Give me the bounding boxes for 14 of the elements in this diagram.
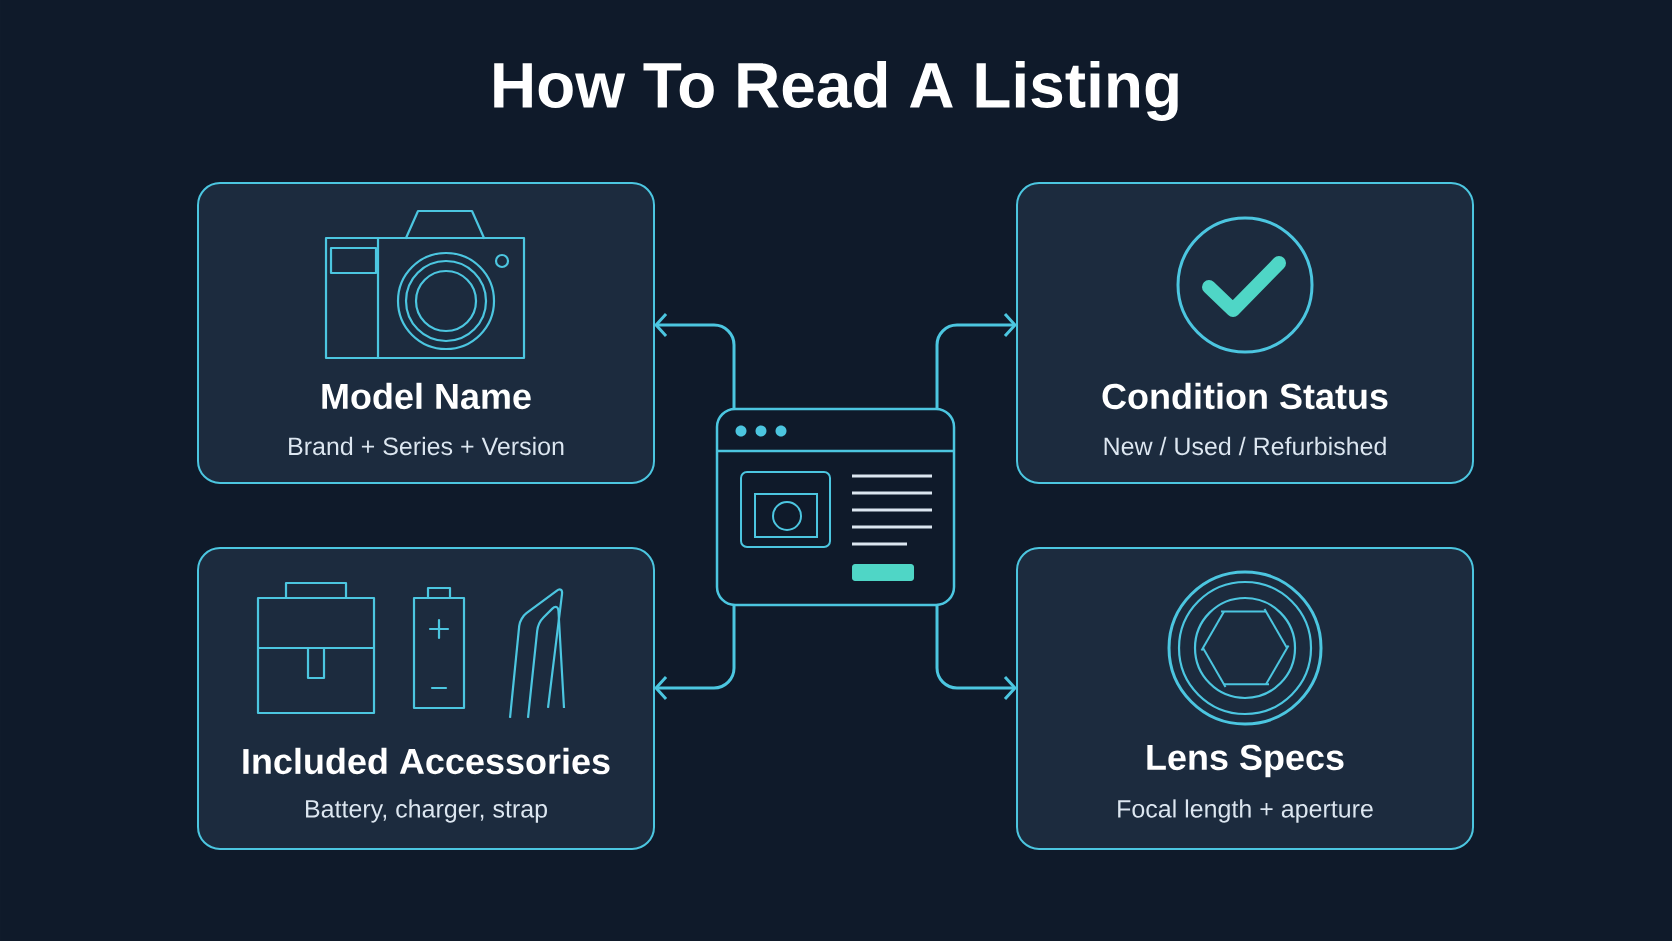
- heading: Condition Status: [1102, 382, 1388, 410]
- heading: Model Name: [322, 382, 531, 410]
- arrow: [935, 312, 1017, 409]
- heading: Included Accessories: [243, 747, 610, 775]
- description: Brand + Series + Version: [289, 436, 564, 456]
- description: Focal length + aperture: [1118, 799, 1373, 823]
- arrow: [935, 605, 1017, 700]
- heading: Lens Specs: [1147, 744, 1344, 778]
- arrow: [654, 312, 736, 409]
- arrow: [654, 605, 736, 700]
- description: Battery, charger, strap: [306, 799, 547, 823]
- title: How To Read A Listing: [494, 61, 1178, 121]
- description: New / Used / Refurbished: [1104, 436, 1386, 456]
- listing-window-drawing: [715, 407, 956, 607]
